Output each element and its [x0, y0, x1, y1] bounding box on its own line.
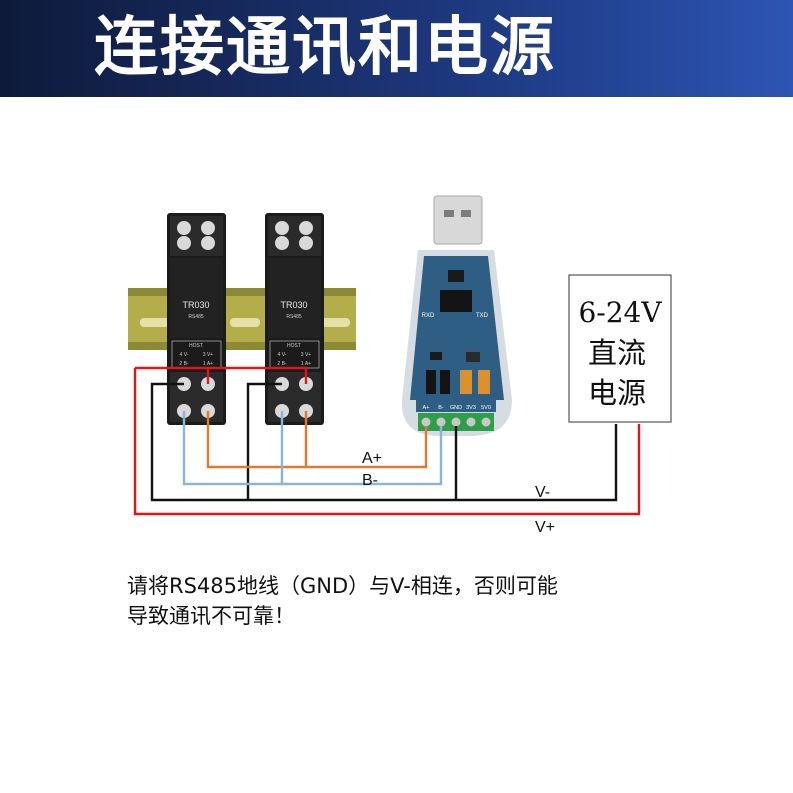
- wires: [133, 366, 641, 516]
- wiring-diagram: TR030 RS485 HOST 4 V- 3 V+ 2 B- 1 A+ TR0…: [128, 195, 672, 536]
- module-1-term-v-plus: 3 V+: [203, 352, 214, 358]
- module-1-protocol: RS485: [188, 314, 204, 320]
- converter-pin-a-plus: A+: [423, 405, 430, 411]
- transmitter-module-1: TR030 RS485 HOST 4 V- 3 V+ 2 B- 1 A+: [167, 213, 226, 425]
- module-1-host-label: HOST: [189, 343, 203, 349]
- page-title: 连接通讯和电源: [94, 11, 556, 85]
- wire-label-b-minus: B-: [362, 472, 378, 489]
- power-supply: 6-24V 直流 电源: [568, 274, 672, 423]
- wiring-note-line-1: 请将RS485地线（GND）与V-相连，否则可能: [127, 574, 558, 598]
- wire-v-plus-link: [135, 366, 308, 384]
- module-1-term-b-minus: 2 B-: [179, 361, 189, 367]
- wire-label-a-plus: A+: [362, 450, 382, 467]
- wiring-note: 请将RS485地线（GND）与V-相连，否则可能 导致通讯不可靠！: [127, 571, 687, 631]
- module-2-term-v-minus: 4 V-: [278, 352, 287, 358]
- transmitter-module-2: TR030 RS485 HOST 4 V- 3 V+ 2 B- 1 A+: [265, 213, 324, 425]
- wire-a-plus: [206, 411, 428, 469]
- wire-v-plus: [133, 368, 641, 516]
- module-1-model: TR030: [182, 300, 209, 310]
- power-type-label: 直流: [588, 336, 646, 370]
- converter-pin-3v3: 3V3: [466, 405, 476, 411]
- module-2-term-a-plus: 1 A+: [301, 361, 311, 367]
- wire-v-minus-m2: [246, 382, 282, 500]
- converter-pin-5v0: 5V0: [481, 405, 491, 411]
- module-1-term-v-minus: 4 V-: [180, 352, 189, 358]
- module-2-protocol: RS485: [286, 314, 302, 320]
- converter-rxd-label: RXD: [422, 313, 435, 319]
- wire-label-v-minus: V-: [535, 484, 550, 501]
- usb-rs485-converter: RXD TXD A+ B- GND 3V3 5V0: [401, 195, 512, 436]
- power-source-label: 电源: [588, 376, 646, 410]
- converter-pin-gnd: GND: [450, 405, 462, 411]
- module-1-term-a-plus: 1 A+: [203, 361, 213, 367]
- module-2-host-label: HOST: [287, 343, 301, 349]
- module-2-model: TR030: [280, 300, 307, 310]
- power-voltage-label: 6-24V: [578, 296, 662, 329]
- title-banner: 连接通讯和电源: [0, 0, 793, 97]
- converter-pin-b-minus: B-: [438, 405, 444, 411]
- wiring-note-line-2: 导致通讯不可靠！: [127, 604, 295, 628]
- wire-b-minus: [182, 411, 443, 486]
- wire-label-v-plus: V+: [535, 519, 555, 536]
- module-2-term-v-plus: 3 V+: [301, 352, 312, 358]
- wire-v-minus: [150, 382, 618, 502]
- module-2-term-b-minus: 2 B-: [277, 361, 287, 367]
- converter-txd-label: TXD: [476, 313, 489, 319]
